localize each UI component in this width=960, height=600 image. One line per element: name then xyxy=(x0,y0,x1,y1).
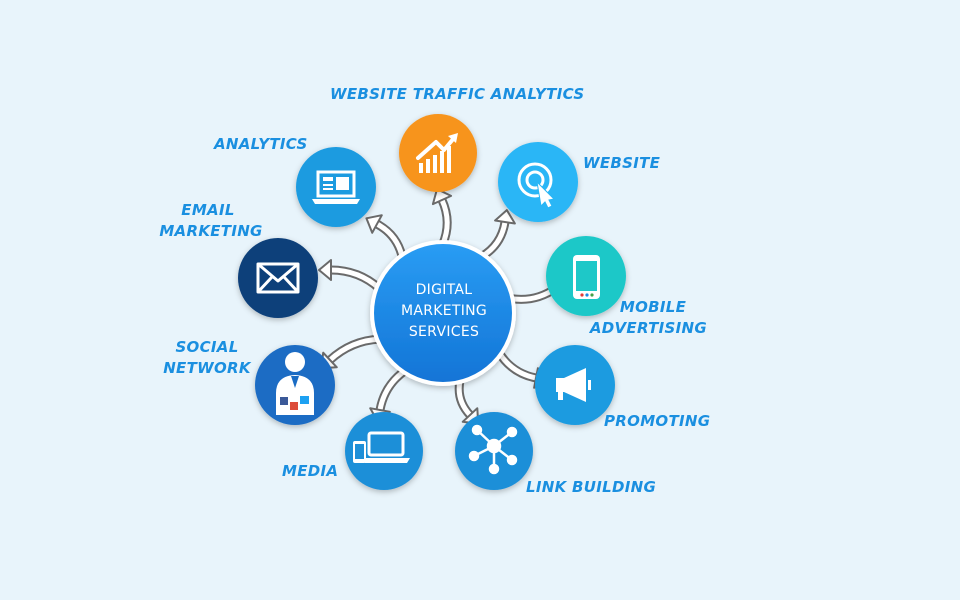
target-cursor-icon xyxy=(517,162,556,209)
node-website[interactable] xyxy=(498,142,578,222)
label-mobile-line-1: MOBILE xyxy=(619,298,687,316)
center-line-2: MARKETING xyxy=(400,303,488,319)
network-nodes-icon xyxy=(468,424,518,475)
center-circle xyxy=(370,240,516,386)
label-email-line-2: MARKETING xyxy=(159,222,263,240)
social-user-icon xyxy=(276,352,314,415)
label-email-marketing: EMAIL MARKETING xyxy=(158,200,264,242)
label-social-network: SOCIAL NETWORK xyxy=(160,337,254,379)
smartphone-icon xyxy=(573,255,600,299)
label-mobile-line-2: ADVERTISING xyxy=(589,319,707,337)
label-website-traffic-analytics: WEBSITE TRAFFIC ANALYTICS xyxy=(330,85,585,103)
label-social-line-2: NETWORK xyxy=(163,359,251,377)
node-mobile[interactable] xyxy=(546,236,626,316)
laptop-phone-icon xyxy=(353,431,410,463)
arrow-head xyxy=(494,209,516,225)
label-social-line-1: SOCIAL xyxy=(175,338,239,356)
arrow-head xyxy=(318,259,332,281)
node-traffic[interactable] xyxy=(399,114,477,192)
arrow-head xyxy=(431,188,453,206)
node-social[interactable] xyxy=(255,345,335,425)
node-media[interactable] xyxy=(345,412,423,490)
label-media: MEDIA xyxy=(282,462,339,480)
label-analytics: ANALYTICS xyxy=(214,135,308,153)
label-promoting: PROMOTING xyxy=(604,412,711,430)
megaphone-icon xyxy=(556,368,591,402)
node-link[interactable] xyxy=(455,412,533,490)
label-mobile-advertising: MOBILE ADVERTISING xyxy=(583,297,707,339)
bar-chart-growth-icon xyxy=(416,133,458,173)
center-line-3: SERVICES xyxy=(408,324,480,340)
center-line-1: DIGITAL xyxy=(415,282,473,298)
envelope-icon xyxy=(256,262,300,294)
center-label: DIGITAL MARKETING SERVICES xyxy=(380,280,508,343)
label-email-line-1: EMAIL xyxy=(181,201,235,219)
laptop-dashboard-icon xyxy=(312,170,360,204)
label-link-building: LINK BUILDING xyxy=(526,478,657,496)
node-promoting[interactable] xyxy=(535,345,615,425)
label-website: WEBSITE xyxy=(583,154,661,172)
node-email[interactable] xyxy=(238,238,318,318)
node-analytics[interactable] xyxy=(296,147,376,227)
arrow-head xyxy=(365,214,383,234)
